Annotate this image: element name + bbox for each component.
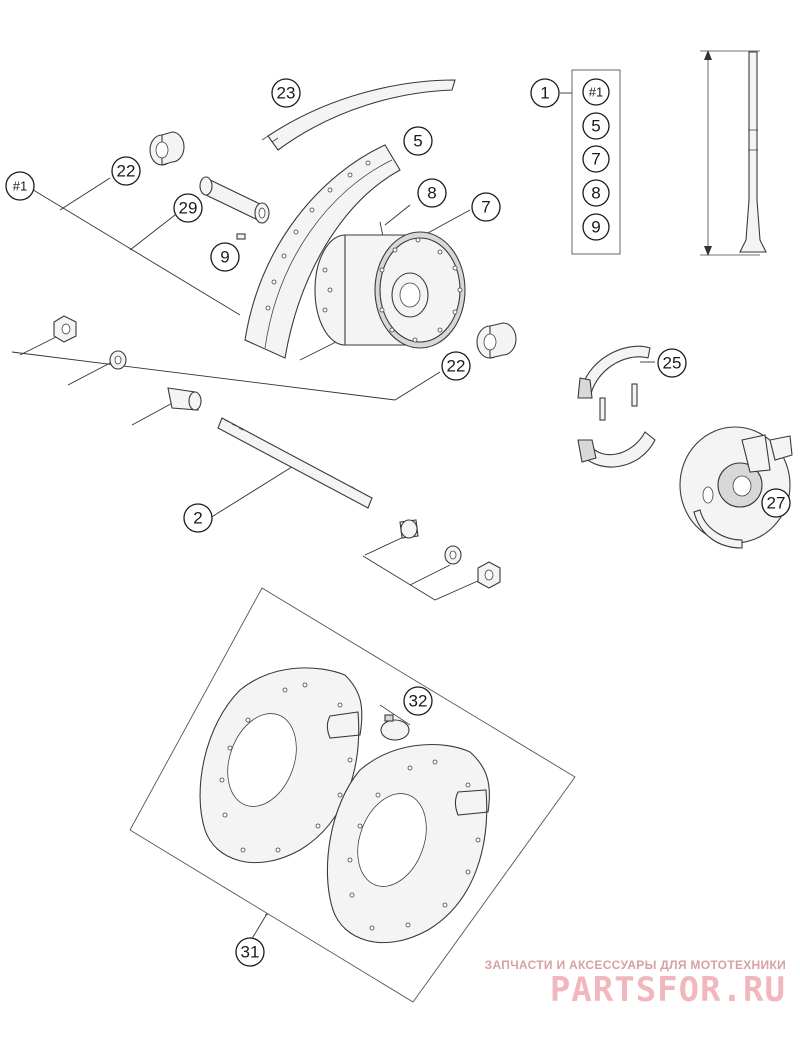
gasket-kit-31 [129,587,576,1003]
kit-list-item: 9 [582,213,610,241]
cable-tie-32 [379,704,411,741]
kit-list-item: 8 [582,179,610,207]
callout-8: 8 [417,178,447,208]
callout-32: 32 [403,686,433,716]
kit-list-item: #1 [582,78,610,106]
callout-2: 2 [183,503,213,533]
svg-text:32: 32 [409,692,428,711]
callout-22-bottom: 22 [441,351,471,381]
callout-23: 23 [271,78,301,108]
callout-29: 29 [173,193,203,223]
gasket-left [199,667,363,864]
bearing-22-top [149,131,185,166]
svg-text:27: 27 [767,494,786,513]
hub-flange-holes [322,237,463,343]
washer-right [444,545,462,565]
callout-1: 1 [530,78,560,108]
callout-27: 27 [761,488,791,518]
gasket-right [326,744,490,944]
svg-text:25: 25 [663,354,682,373]
svg-text:9: 9 [591,218,600,237]
brake-backing-plate-27 [679,426,793,549]
watermark-logo: PARTSFOR.RU [549,970,786,1010]
kit-list-item: 7 [582,145,610,173]
svg-text:8: 8 [591,184,600,203]
spacer-tube-29 [199,176,270,224]
svg-text:8: 8 [427,184,436,203]
wheel-hub [314,231,466,349]
svg-text:7: 7 [481,198,490,217]
callout-1-kit: #1 [5,171,35,201]
washer-left [109,350,127,370]
svg-text:2: 2 [193,509,202,528]
watermark-caption: ЗАПЧАСТИ И АКСЕССУАРЫ ДЛЯ МОТОТЕХНИКИ [484,958,786,972]
svg-text:23: 23 [277,84,296,103]
callout-5: 5 [403,126,433,156]
callout-9: 9 [210,242,240,272]
callout-7: 7 [471,192,501,222]
callout-31: 31 [235,937,265,967]
brake-shoes-25 [577,345,656,468]
svg-text:22: 22 [447,357,466,376]
kit-list-item: 5 [582,112,610,140]
svg-text:#1: #1 [13,179,27,194]
axle-2 [217,417,373,509]
watermark: ЗАПЧАСТИ И АКСЕССУАРЫ ДЛЯ МОТОТЕХНИКИ PA… [485,958,786,1008]
svg-text:22: 22 [117,162,136,181]
svg-text:5: 5 [591,117,600,136]
spoke-band-23 [261,79,456,151]
spacer-right [399,519,419,539]
svg-text:#1: #1 [589,85,603,100]
svg-text:7: 7 [591,150,600,169]
rim-spoke-holes [265,160,371,311]
callout-22-top: 22 [111,156,141,186]
wheel-rim-5 [244,144,401,359]
svg-text:31: 31 [241,943,260,962]
callout-25: 25 [657,348,687,378]
bearing-22-bottom [476,322,517,359]
spacer-left [167,387,202,411]
svg-text:5: 5 [413,132,422,151]
axle-nut-left [53,315,77,343]
screw-9 [236,233,246,240]
svg-text:9: 9 [220,248,229,267]
axle-nut-right [477,561,501,589]
spoke-detail [700,50,767,256]
svg-text:1: 1 [540,84,549,103]
svg-text:29: 29 [179,199,198,218]
